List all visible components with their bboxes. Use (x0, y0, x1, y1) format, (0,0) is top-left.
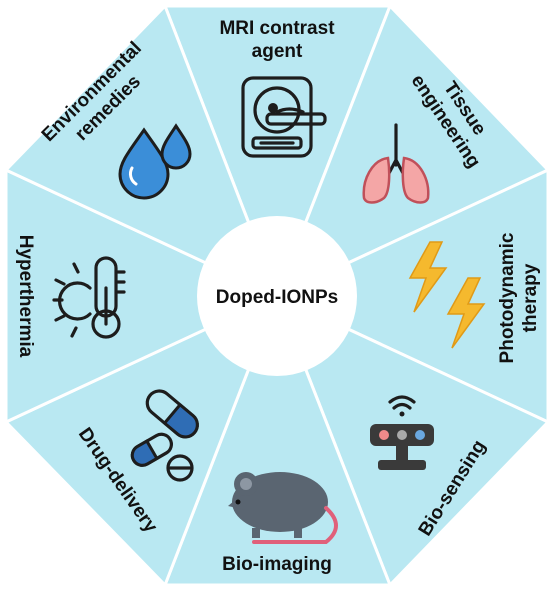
label-bioimaging: Bio-imaging (222, 554, 332, 575)
sensor-device-icon (370, 395, 434, 470)
pills-icon (130, 389, 199, 482)
label-hyper: Hyperthermia (15, 235, 36, 358)
label-mri-line1: MRI contrast (219, 18, 335, 39)
label-mri-line2: agent (252, 41, 303, 62)
lightning-icon (408, 241, 486, 349)
label-photodynamic-line2: therapy (520, 263, 541, 332)
center-circle (197, 216, 357, 376)
thermometer-sun-icon (52, 256, 126, 339)
label-photodynamic-line1: Photodynamic (497, 232, 518, 363)
center-label: Doped-IONPs (216, 287, 338, 308)
lungs-icon (362, 123, 430, 204)
water-drops-icon (118, 123, 192, 200)
mouse-icon (228, 472, 338, 544)
mri-scanner-icon (241, 76, 327, 158)
